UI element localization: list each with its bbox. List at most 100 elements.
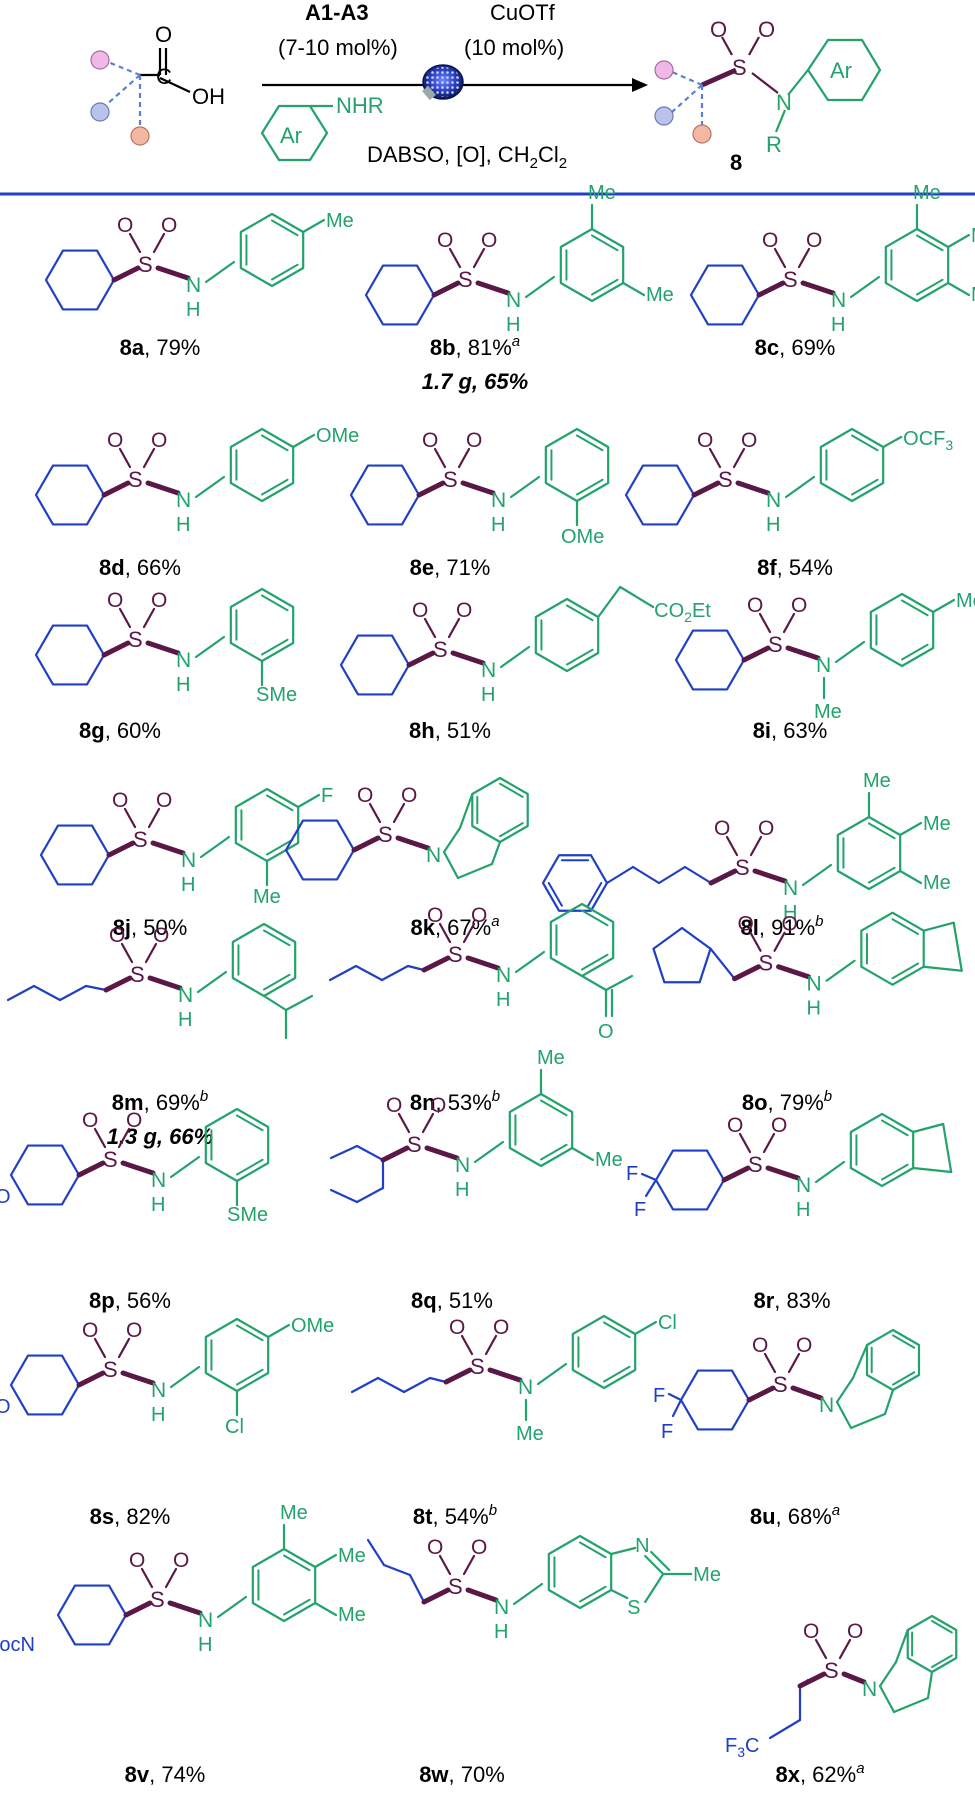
compound-yield: , 74% <box>149 1762 205 1787</box>
sulfonamide-product <box>671 36 882 133</box>
compound-yield: , 71% <box>434 555 490 580</box>
oxygen-label: O <box>126 1109 142 1132</box>
oxygen-label: O <box>791 594 807 617</box>
nitrogen-label: N <box>796 1174 811 1197</box>
catalyst-loading: (7-10 mol%) <box>278 35 398 60</box>
oxygen-label: O <box>493 1316 509 1339</box>
photocatalyst-bulb-icon <box>422 64 464 101</box>
oxygen-label: O <box>156 789 172 812</box>
oxygen-label: O <box>466 429 482 452</box>
compound-caption: 8q, 51% <box>411 1288 493 1313</box>
substituent-label: Me <box>595 1149 623 1171</box>
nitrogen-label: N <box>426 844 441 867</box>
nitrogen-label: N <box>491 489 506 512</box>
compound-id: 8f <box>757 555 777 580</box>
compound-caption: 8n, 53%b <box>410 1088 500 1115</box>
compound-yield: , 67% <box>435 915 491 940</box>
compound-caption: 8i, 63% <box>753 718 828 743</box>
compound-footnote: a <box>512 333 520 350</box>
hydrogen-label: H <box>783 902 797 924</box>
oxygen-label: O <box>437 229 453 252</box>
sulfur-label: S <box>470 1354 485 1379</box>
sulfur-label: S <box>718 467 733 492</box>
nitrogen-label: N <box>862 1678 877 1701</box>
substituent-label: Me <box>588 182 616 204</box>
compound-yield: , 60% <box>105 718 161 743</box>
substituent-blue-circle <box>90 102 110 122</box>
sulfur-label: S <box>748 1152 763 1177</box>
sulfur-label: S <box>407 1132 422 1157</box>
substituent-label: SMe <box>227 1204 268 1226</box>
sulfur-label: S <box>103 1147 118 1172</box>
hydrogen-label: H <box>766 514 780 536</box>
nitrogen-label: N <box>506 289 521 312</box>
nitrogen-label: N <box>783 877 798 900</box>
hydrogen-label: H <box>494 1621 508 1643</box>
compound-id: 8j <box>113 915 131 940</box>
acid-carbon-label: C <box>156 64 172 89</box>
oxygen-label: O <box>747 594 763 617</box>
sulfur-label: S <box>759 951 774 976</box>
compound-yield: , 63% <box>771 718 827 743</box>
sulfur-label: S <box>773 1372 788 1397</box>
oxygen-label: O <box>82 1319 98 1342</box>
compound-footnote: b <box>824 1088 832 1105</box>
product-o2-label: O <box>758 17 775 42</box>
ring-oxygen-label: O <box>0 1186 11 1208</box>
hydrogen-label: H <box>807 998 821 1020</box>
nitrogen-label: N <box>178 984 193 1007</box>
copper-label: CuOTf <box>490 0 556 25</box>
oxygen-label: O <box>107 429 123 452</box>
oxygen-label: O <box>758 817 774 840</box>
oxygen-label: O <box>806 229 822 252</box>
oxygen-label: O <box>126 1319 142 1342</box>
acid-hydroxyl-label: OH <box>192 84 225 109</box>
compound-id: 8t <box>413 1504 433 1529</box>
hydrogen-label: H <box>496 989 510 1011</box>
oxygen-label: O <box>481 229 497 252</box>
substituent-label: Me <box>338 1545 366 1567</box>
sulfur-label: S <box>458 267 473 292</box>
compound-id: 8w <box>419 1762 449 1787</box>
compound-caption: 8f, 54% <box>757 555 833 580</box>
compound-caption: 8p, 56% <box>89 1288 171 1313</box>
nitrogen-label: N <box>766 489 781 512</box>
ring-oxygen-label: O <box>0 1396 11 1418</box>
compound-id: 8g <box>79 718 105 743</box>
sulfur-label: S <box>443 467 458 492</box>
substituent-label: Me <box>923 872 951 894</box>
oxygen-label: O <box>427 1536 443 1559</box>
sulfur-label: S <box>735 855 750 880</box>
hydrogen-label: H <box>178 1009 192 1031</box>
compound-id: 8k <box>410 915 435 940</box>
oxygen-label: O <box>741 429 757 452</box>
fluorine-label: F <box>661 1421 673 1443</box>
compound-yield: , 56% <box>115 1288 171 1313</box>
oxygen-label: O <box>697 429 713 452</box>
oxygen-label: O <box>738 913 754 936</box>
nitrogen-label: N <box>198 1609 213 1632</box>
hydrogen-label: H <box>176 674 190 696</box>
compound-yield: , 66% <box>125 555 181 580</box>
sulfur-label: S <box>133 827 148 852</box>
compound-caption: 8m, 69%b <box>112 1088 208 1115</box>
substituent-label: Me <box>913 182 941 204</box>
compound-yield: , 70% <box>449 1762 505 1787</box>
compound-footnote: b <box>489 1502 497 1519</box>
methyl-label: Me <box>693 1564 721 1586</box>
substituent-label: Me <box>537 1047 565 1069</box>
compound-id: 8n <box>410 1090 436 1115</box>
sulfur-label: S <box>128 627 143 652</box>
product-sulfur-label: S <box>732 55 747 80</box>
compound-yield: , 51% <box>435 718 491 743</box>
compound-yield: , 69% <box>779 335 835 360</box>
compound-id: 8u <box>750 1504 776 1529</box>
